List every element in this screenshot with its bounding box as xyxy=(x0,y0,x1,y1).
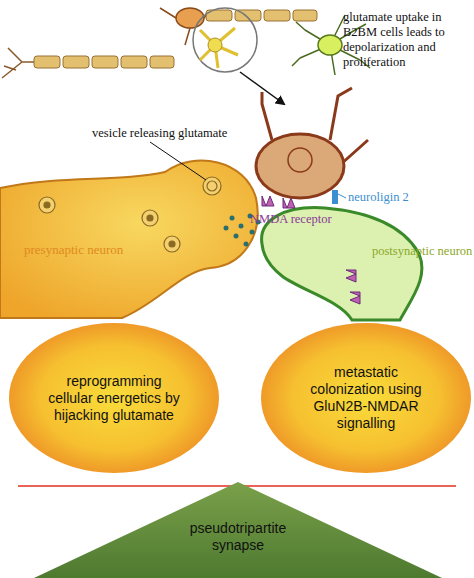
neuron-body xyxy=(318,35,342,55)
process xyxy=(160,8,206,45)
leader-line xyxy=(150,142,206,180)
annotation-text: glutamate uptake in B2BM cells leads to … xyxy=(343,10,471,70)
node-text: metastatic colonization using GluN2B-NMD… xyxy=(300,364,432,432)
nmda-receptor xyxy=(283,198,295,208)
ellipse-shape xyxy=(9,323,219,473)
myelin-segment xyxy=(34,56,60,68)
vesicle-core xyxy=(169,241,175,247)
glutamate xyxy=(230,216,235,221)
magnifier-circle xyxy=(193,8,257,72)
vesicle-core xyxy=(147,215,153,221)
leader-line xyxy=(338,194,346,198)
astrocyte xyxy=(200,28,238,68)
callout-label: NMDA receptor xyxy=(250,212,332,227)
node-text: pseudotripartite synapse xyxy=(183,520,293,554)
cell-body xyxy=(176,8,204,28)
glutamate xyxy=(244,242,249,247)
neuroligin-mark xyxy=(332,190,338,204)
node-text-box: pseudotripartite synapse xyxy=(34,512,442,562)
tumour-cell xyxy=(256,134,344,198)
vesicle-core xyxy=(44,202,50,208)
node-text-box: reprogramming cellular energetics by hij… xyxy=(8,322,220,474)
myelin-segment xyxy=(264,10,290,21)
nmda-receptor xyxy=(346,270,356,282)
ellipse-shape xyxy=(261,323,471,473)
astrocyte-body xyxy=(208,38,222,52)
vesicle xyxy=(39,197,55,213)
ellipse-node: reprogramming cellular energetics by hij… xyxy=(8,322,220,474)
nmda-receptor xyxy=(262,196,274,206)
vesicle xyxy=(164,236,180,252)
nucleus xyxy=(288,148,312,172)
myelin-segment xyxy=(63,56,89,68)
glutamate xyxy=(250,230,255,235)
callout-label: neuroligin 2 xyxy=(348,190,409,205)
neuron-network xyxy=(2,8,370,104)
node-text-box: metastatic colonization using GluN2B-NMD… xyxy=(260,322,472,474)
vesicles xyxy=(39,177,221,252)
vesicle-ring xyxy=(207,181,217,191)
ellipse-node: metastatic colonization using GluN2B-NMD… xyxy=(260,322,472,474)
part-label: presynaptic neuron xyxy=(24,242,123,257)
glutamate xyxy=(234,234,239,239)
part-label: postsynaptic neuron xyxy=(372,244,472,259)
glutamate xyxy=(239,224,244,229)
dendrite xyxy=(2,48,34,78)
presynaptic-terminal xyxy=(0,160,258,318)
vesicle xyxy=(142,210,158,226)
myelin-segment xyxy=(150,56,174,68)
glutamate xyxy=(224,226,229,231)
myelin-segment xyxy=(293,10,317,21)
myelin-segment xyxy=(121,56,147,68)
triangle-shape xyxy=(34,482,442,578)
callout-label: vesicle releasing glutamate xyxy=(92,126,227,141)
myelin-segment xyxy=(92,56,118,68)
triangle-node: pseudotripartite synapse xyxy=(34,482,442,578)
node-text: reprogramming cellular energetics by hij… xyxy=(48,373,180,424)
nmda-receptor xyxy=(350,292,360,304)
